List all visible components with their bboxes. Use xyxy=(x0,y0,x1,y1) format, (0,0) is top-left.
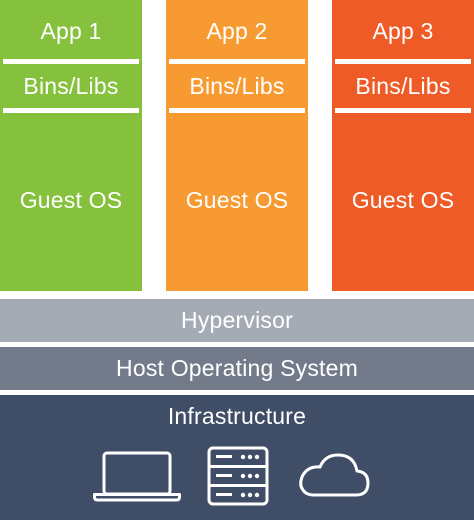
infrastructure-label: Infrastructure xyxy=(167,403,307,429)
server-icon xyxy=(207,446,269,506)
hypervisor-label: Hypervisor xyxy=(181,307,293,333)
hypervisor-layer: Hypervisor xyxy=(0,299,474,342)
vm-2-bins-libs: Bins/Libs xyxy=(169,64,305,108)
vm-3-guest-os: Guest OS xyxy=(335,113,471,288)
vm-1-bins-libs: Bins/Libs xyxy=(3,64,139,108)
laptop-icon xyxy=(93,451,181,502)
vm-3-bins-libs: Bins/Libs xyxy=(335,64,471,108)
vm-column-2: App 2 Bins/Libs Guest OS xyxy=(166,0,308,291)
infrastructure-layer: Infrastructure xyxy=(0,395,474,520)
host-os-label: Host Operating System xyxy=(116,355,358,381)
host-os-layer: Host Operating System xyxy=(0,347,474,390)
vm-column-3: App 3 Bins/Libs Guest OS xyxy=(332,0,474,291)
vm-2-app: App 2 xyxy=(169,3,305,59)
vm-3-app: App 3 xyxy=(335,3,471,59)
cloud-icon xyxy=(299,453,370,497)
vm-1-app: App 1 xyxy=(3,3,139,59)
vm-1-guest-os: Guest OS xyxy=(3,113,139,288)
vm-2-guest-os: Guest OS xyxy=(169,113,305,288)
vm-column-1: App 1 Bins/Libs Guest OS xyxy=(0,0,142,291)
